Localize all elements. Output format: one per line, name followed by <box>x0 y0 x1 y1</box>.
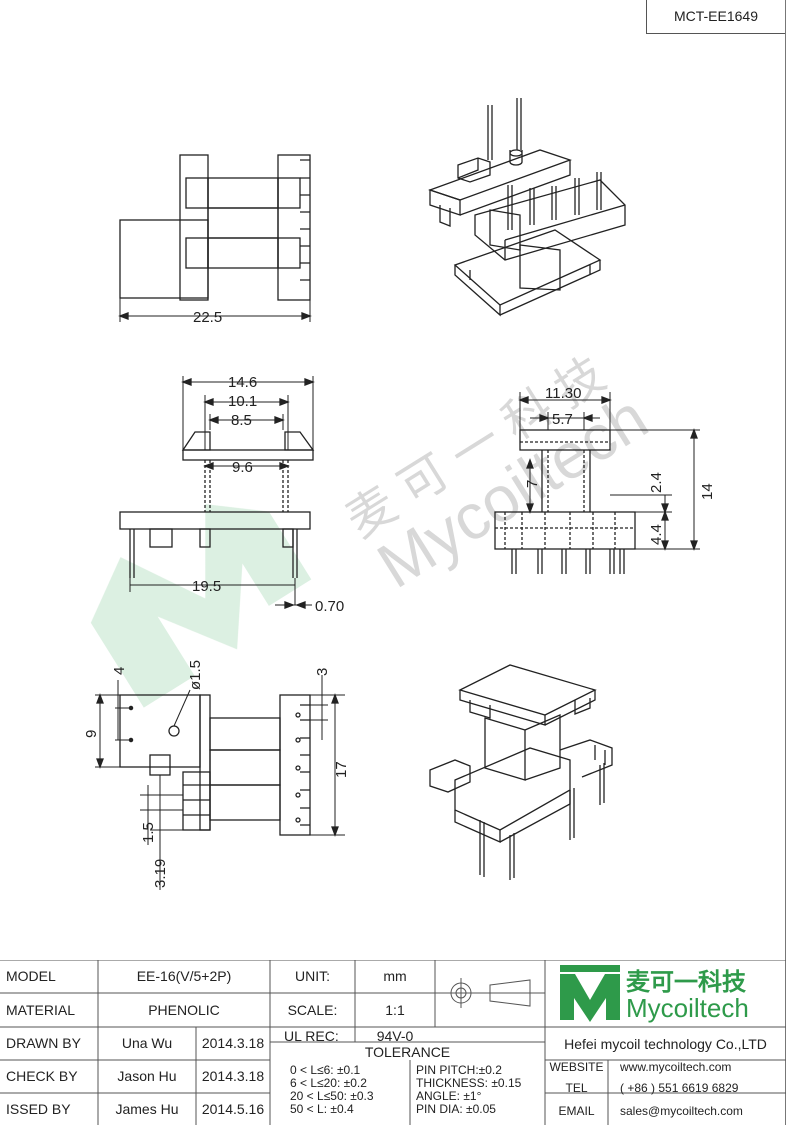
iso-view-top <box>428 98 626 317</box>
tolerance-row-1: 0 < L≤6: ±0.1 <box>290 1063 361 1077</box>
dim-3-19: 3.19 <box>152 859 169 888</box>
tel-value: ( +86 ) 551 6619 6829 <box>620 1081 739 1095</box>
dimension-labels: 22.5 14.6 10.1 8.5 9.6 19.5 0.70 11.30 5… <box>83 309 716 888</box>
dim-height-base: 4.4 <box>648 524 665 545</box>
dim-inner-width: 10.1 <box>228 393 257 410</box>
ul-label: UL REC: <box>284 1028 339 1044</box>
front-view <box>119 376 315 609</box>
issued-name: James Hu <box>115 1101 179 1117</box>
dim-top-width: 14.6 <box>228 374 257 391</box>
logo-en: Mycoiltech <box>626 993 749 1023</box>
logo-cn: 麦可一科技 <box>626 969 746 996</box>
dim-core-width: 9.6 <box>232 459 253 476</box>
title-block-grid <box>0 960 786 1125</box>
dim-4: 4 <box>111 667 128 675</box>
material-label: MATERIAL <box>6 1002 75 1018</box>
dim-overall-width: 22.5 <box>193 309 222 326</box>
angle: ANGLE: ±1° <box>416 1089 482 1103</box>
ul-value: 94V-0 <box>376 1028 414 1044</box>
iso-view-bottom <box>429 664 613 880</box>
thickness: THICKNESS: ±0.15 <box>416 1076 522 1090</box>
model-label: MODEL <box>6 968 56 984</box>
dim-pin-span: 19.5 <box>192 578 221 595</box>
website-label: WEBSITE <box>549 1060 604 1074</box>
tolerance-row-2: 6 < L≤20: ±0.2 <box>290 1076 367 1090</box>
material-value: PHENOLIC <box>148 1002 220 1018</box>
dim-height-flange: 2.4 <box>648 472 665 493</box>
issued-label: ISSED BY <box>6 1101 71 1117</box>
projection-symbol-icon <box>446 978 536 1008</box>
scale-value: 1:1 <box>385 1002 405 1018</box>
title-block: MODEL EE-16(V/5+2P) UNIT: mm MATERIAL PH… <box>0 960 800 1125</box>
model-value: EE-16(V/5+2P) <box>136 968 232 984</box>
pin-pitch: PIN PITCH:±0.2 <box>416 1063 502 1077</box>
check-label: CHECK BY <box>6 1068 78 1084</box>
email-value: sales@mycoiltech.com <box>620 1104 743 1118</box>
side-view <box>494 392 700 574</box>
dim-hole-dia: ø1.5 <box>187 660 204 690</box>
dim-1-5: 1.5 <box>140 822 157 843</box>
tolerance-row-4: 50 < L: ±0.4 <box>290 1102 354 1116</box>
dim-pin-thickness: 0.70 <box>315 598 344 615</box>
check-name: Jason Hu <box>117 1068 177 1084</box>
part-number: MCT-EE1649 <box>673 8 759 24</box>
mycoiltech-logo-icon <box>560 965 620 1022</box>
dim-slot-width: 8.5 <box>231 412 252 429</box>
email-label: EMAIL <box>558 1104 595 1118</box>
bottom-view <box>95 675 345 890</box>
unit-label: UNIT: <box>295 968 330 984</box>
drawn-label: DRAWN BY <box>6 1035 81 1051</box>
drawn-name: Una Wu <box>121 1035 173 1051</box>
drawn-date: 2014.3.18 <box>201 1035 265 1051</box>
tolerance-row-3: 20 < L≤50: ±0.3 <box>290 1089 374 1103</box>
tel-label: TEL <box>565 1081 588 1095</box>
dim-17: 17 <box>333 761 350 778</box>
watermark-logo-icon <box>90 504 312 708</box>
website-value: www.mycoiltech.com <box>620 1060 732 1074</box>
technical-drawing: 麦 可 一 科 技 Mycoiltech <box>83 98 716 890</box>
tolerance-label: TOLERANCE <box>364 1044 451 1060</box>
check-date: 2014.3.18 <box>201 1068 265 1084</box>
dim-9: 9 <box>83 730 100 738</box>
dim-side-width: 11.30 <box>545 385 581 402</box>
top-view <box>118 154 312 322</box>
dim-side-inner: 5.7 <box>552 411 573 428</box>
company-name: Hefei mycoil technology Co.,LTD <box>564 1036 767 1052</box>
dim-3: 3 <box>314 668 331 676</box>
dim-height-pin: 7 <box>524 480 541 488</box>
pin-dia: PIN DIA: ±0.05 <box>416 1102 496 1116</box>
dim-height-total: 14 <box>699 483 716 500</box>
scale-label: SCALE: <box>287 1002 338 1018</box>
issued-date: 2014.5.16 <box>201 1101 265 1117</box>
unit-value: mm <box>383 968 407 984</box>
